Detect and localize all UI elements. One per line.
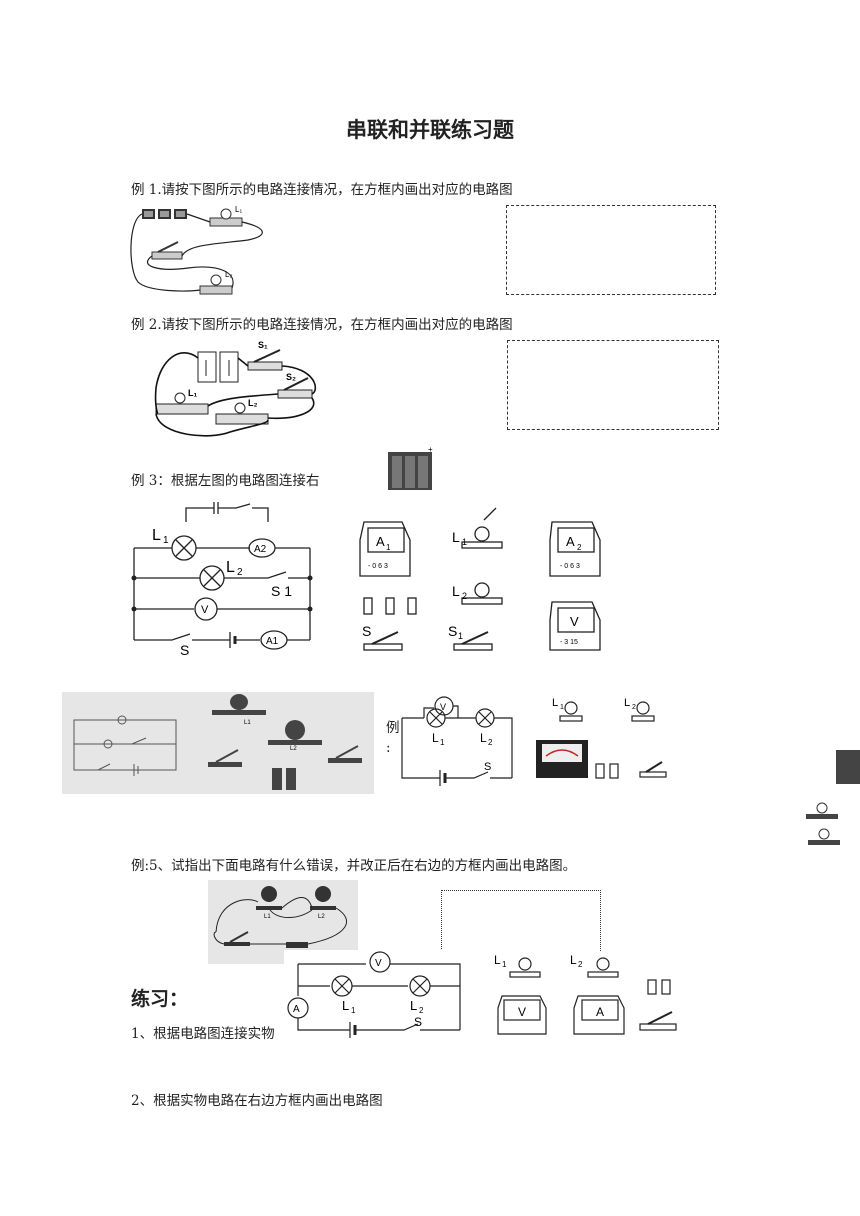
svg-text:1: 1 — [462, 537, 467, 547]
svg-text:1: 1 — [163, 535, 169, 546]
svg-text:V: V — [570, 614, 579, 629]
svg-text:L: L — [494, 953, 501, 967]
svg-text:2: 2 — [632, 704, 636, 711]
label-s1: S 1 — [271, 583, 292, 599]
svg-text:S: S — [414, 1015, 422, 1029]
svg-text:L₁: L₁ — [188, 388, 197, 398]
switch-s1-icon: S₁ — [247, 340, 283, 371]
svg-text:L1: L1 — [264, 914, 271, 920]
battery-pack-icon: + — [388, 445, 433, 490]
switch-icon — [151, 241, 183, 260]
svg-text:2: 2 — [488, 738, 493, 747]
label-a1: A1 — [266, 636, 279, 647]
svg-text:A: A — [566, 534, 575, 549]
svg-text:L₂: L₂ — [248, 398, 258, 408]
example-3-circuit-diagram: L 1 L 2 A2 V S 1 A1 S — [131, 502, 313, 658]
svg-text:L: L — [570, 953, 577, 967]
svg-text:L2: L2 — [290, 746, 297, 752]
clipped-parts-edge — [806, 750, 860, 845]
example-5-answer-box[interactable] — [441, 890, 601, 951]
svg-text:L: L — [452, 583, 460, 599]
svg-text:L₁: L₁ — [235, 205, 242, 214]
svg-text:- 0 6 3: - 0 6 3 — [560, 563, 580, 570]
svg-text:1: 1 — [440, 738, 445, 747]
svg-text:A: A — [293, 1004, 300, 1015]
practice-heading: 练习： — [131, 988, 189, 1010]
example-1-answer-box[interactable] — [506, 205, 716, 295]
example-2-answer-box[interactable] — [507, 340, 719, 430]
example-1-real-circuit: L₁ L₂ — [130, 205, 263, 295]
svg-text:+: + — [428, 445, 433, 454]
svg-text:L₂: L₂ — [225, 270, 233, 279]
svg-text:L2: L2 — [318, 914, 325, 920]
lamp-l2-icon: L₂ — [199, 270, 233, 295]
example-5-prompt: 例:5、试指出下面电路有什么错误，并改正后在右边的方框内画出电路图。 — [131, 858, 577, 874]
svg-text:S₁: S₁ — [258, 340, 268, 350]
svg-text:L: L — [432, 731, 439, 745]
svg-text:L: L — [552, 697, 558, 709]
svg-text:L1: L1 — [244, 720, 251, 726]
svg-text:A: A — [596, 1005, 604, 1019]
battery-icon — [142, 209, 187, 219]
lamp-l2-icon: L₂ — [215, 398, 269, 425]
label-a2: A2 — [254, 544, 267, 555]
svg-text:1: 1 — [386, 543, 391, 552]
label-l1: L — [152, 527, 161, 544]
svg-text:S: S — [448, 623, 457, 639]
label-v: V — [201, 604, 209, 616]
svg-text:- 3 15: - 3 15 — [560, 639, 578, 646]
svg-text:V: V — [375, 958, 382, 969]
svg-text:V: V — [440, 702, 446, 712]
svg-text:1: 1 — [351, 1006, 356, 1015]
svg-text:L: L — [480, 731, 487, 745]
svg-text:2: 2 — [462, 591, 467, 601]
svg-text:1: 1 — [458, 631, 463, 641]
svg-text:1: 1 — [560, 704, 564, 711]
svg-text:1: 1 — [502, 960, 507, 969]
lamp-l1-icon: L₁ — [155, 388, 209, 415]
svg-text:A: A — [376, 534, 385, 549]
page-title: 串联和并联练习题 — [346, 117, 514, 142]
svg-text:2: 2 — [578, 960, 583, 969]
example-3-prompt: 例 3：根据左图的电路图连接右 — [131, 473, 320, 489]
svg-text:L: L — [624, 697, 630, 709]
example-4-colon: : — [386, 740, 391, 756]
example-4-photo-panel: L1 L2 — [62, 692, 374, 794]
label-s: S — [180, 642, 189, 658]
svg-text:2: 2 — [419, 1006, 424, 1015]
multimeter-icon — [536, 740, 588, 778]
svg-text:S: S — [484, 761, 491, 773]
svg-text:2: 2 — [577, 543, 582, 552]
svg-text:S₂: S₂ — [286, 372, 296, 382]
example-1-prompt: 例 1.请按下图所示的电路连接情况，在方框内画出对应的电路图 — [131, 182, 513, 198]
svg-text:2: 2 — [237, 567, 243, 578]
svg-text:- 0 6 3: - 0 6 3 — [368, 563, 388, 570]
example-4-prefix: 例 — [386, 720, 400, 736]
example-2-real-circuit: S₁ S₂ L₁ L₂ — [154, 340, 317, 437]
svg-text:L: L — [452, 529, 460, 545]
svg-text:L: L — [342, 998, 349, 1013]
example-2-prompt: 例 2.请按下图所示的电路连接情况，在方框内画出对应的电路图 — [131, 317, 513, 333]
practice-item-2: 2、根据实物电路在右边方框内画出电路图 — [131, 1093, 383, 1109]
practice-item-1: 1、根据电路图连接实物 — [131, 1026, 275, 1042]
svg-text:L: L — [410, 998, 417, 1013]
svg-text:V: V — [518, 1005, 526, 1019]
switch-s2-icon: S₂ — [277, 372, 313, 399]
svg-text:S: S — [362, 623, 371, 639]
battery-icon — [197, 351, 239, 383]
label-l2: L — [226, 559, 235, 576]
lamp-l1-icon: L₁ — [209, 205, 243, 227]
